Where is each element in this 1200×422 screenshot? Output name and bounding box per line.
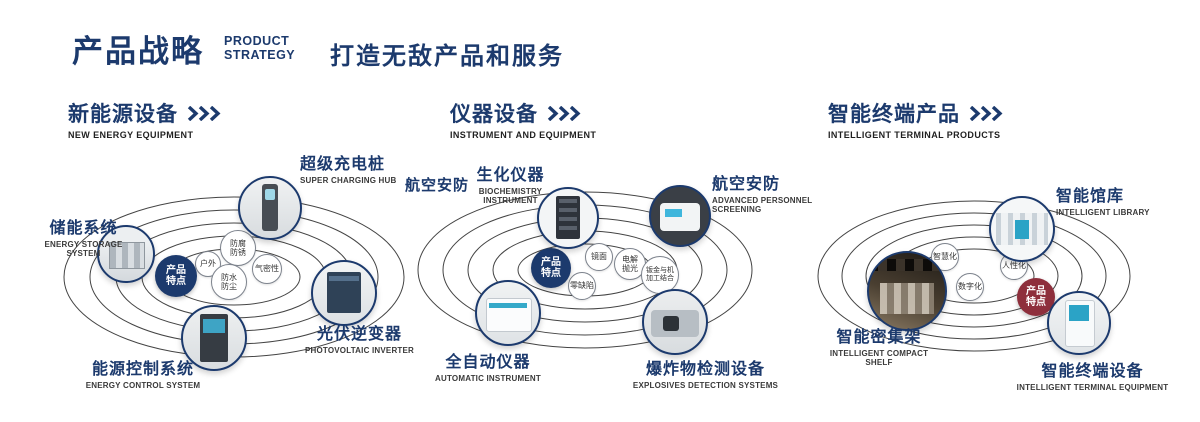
super-charging-hub-image — [238, 176, 302, 240]
biochemistry-instrument-image — [537, 187, 599, 249]
product-name-en: AUTOMATIC INSTRUMENT — [435, 374, 541, 383]
product-name-cn: 全自动仪器 — [445, 354, 531, 371]
label-compact-shelf: 智能密集架 INTELLIGENT COMPACT SHELF — [818, 323, 940, 367]
personnel-screening-image — [649, 185, 711, 247]
label-biochemistry-instrument: 生化仪器 BIOCHEMISTRY INSTRUMENT — [463, 161, 558, 205]
product-name-en: PHOTOVOLTAIC INVERTER — [304, 346, 415, 355]
section-title-terminal-text: 智能终端产品 — [828, 103, 960, 126]
explosives-detection-image — [642, 289, 708, 355]
feature-tag-digital: 数字化 — [956, 273, 984, 301]
product-name-cn: 生化仪器 — [476, 167, 545, 184]
product-name-en: ENERGY CONTROL SYSTEM — [85, 381, 201, 390]
section-title-terminal: 智能终端产品 — [828, 98, 1005, 128]
terminal-device-image — [1047, 291, 1111, 355]
page-tagline: 打造无敌产品和服务 — [330, 43, 564, 70]
product-name-en: INTELLIGENT LIBRARY — [1056, 208, 1150, 217]
triple-chevron-icon — [547, 105, 581, 121]
section-subtitle-new-energy: NEW ENERGY EQUIPMENT — [68, 130, 194, 140]
page-title: 产品战略 — [72, 34, 204, 69]
product-name-en: ADVANCED PERSONNEL — [712, 196, 813, 205]
label-automatic-instrument: 全自动仪器 AUTOMATIC INSTRUMENT — [418, 348, 558, 383]
feature-tag-waterproof: 防水防尘 — [211, 264, 247, 300]
product-name-en: INTELLIGENT TERMINAL EQUIPMENT — [1016, 383, 1169, 392]
product-name-en: BIOCHEMISTRY — [478, 187, 543, 196]
product-name-cn: 储能系统 — [49, 220, 118, 237]
product-name-cn: 智能密集架 — [836, 329, 922, 346]
product-name-en: EXPLOSIVES DETECTION SYSTEMS — [632, 381, 779, 390]
label-super-charging-hub: 超级充电桩 SUPER CHARGING HUB — [300, 150, 415, 185]
product-name-cn: 智能终端设备 — [1041, 363, 1144, 380]
product-name-en: INSTRUMENT — [483, 196, 538, 205]
center-badge-new-energy: 产品特点 — [155, 255, 197, 297]
energy-storage-image — [97, 225, 155, 283]
product-name-cn: 超级充电桩 — [300, 156, 386, 173]
label-terminal-device: 智能终端设备 INTELLIGENT TERMINAL EQUIPMENT — [1010, 357, 1175, 392]
product-name-en: SHELF — [865, 358, 893, 367]
product-name-en: SCREENING — [712, 205, 762, 214]
energy-control-image — [181, 305, 247, 371]
page-title-en: PRODUCT STRATEGY — [224, 34, 296, 63]
page-title-en-line1: PRODUCT — [224, 34, 290, 48]
label-intelligent-library: 智能馆库 INTELLIGENT LIBRARY — [1056, 182, 1176, 217]
triple-chevron-icon — [187, 105, 221, 121]
section-title-new-energy: 新能源设备 — [68, 98, 223, 128]
label-personnel-screening: 航空安防 ADVANCED PERSONNEL SCREENING — [712, 170, 827, 214]
product-name-en: ENERGY STORAGE — [44, 240, 123, 249]
compact-shelf-image — [867, 251, 947, 331]
product-name-en: SUPER CHARGING HUB — [300, 176, 397, 185]
label-energy-control: 能源控制系统 ENERGY CONTROL SYSTEM — [68, 355, 218, 390]
product-name-cn: 智能馆库 — [1056, 188, 1125, 205]
automatic-instrument-image — [475, 280, 541, 346]
section-subtitle-instrument: INSTRUMENT AND EQUIPMENT — [450, 130, 597, 140]
label-explosives-detection: 爆炸物检测设备 EXPLOSIVES DETECTION SYSTEMS — [628, 355, 783, 390]
center-badge-instrument: 产品特点 — [531, 248, 571, 288]
label-energy-storage: 储能系统 ENERGY STORAGE SYSTEM — [36, 214, 131, 258]
section-title-new-energy-text: 新能源设备 — [68, 103, 178, 126]
product-name-cn: 光伏逆变器 — [316, 326, 402, 343]
feature-tag-zero-defect: 零缺陷 — [568, 272, 596, 300]
label-aviation-security: 航空安防 — [405, 174, 475, 195]
feature-tag-electropolish: 电解抛光 — [614, 248, 646, 280]
feature-tag-airtight: 气密性 — [252, 254, 282, 284]
photovoltaic-inverter-image — [311, 260, 377, 326]
product-name-cn: 爆炸物检测设备 — [645, 361, 765, 378]
section-subtitle-terminal: INTELLIGENT TERMINAL PRODUCTS — [828, 130, 1001, 140]
intelligent-library-image — [989, 196, 1055, 262]
product-name-en: SYSTEM — [66, 249, 101, 258]
feature-tag-mirror-finish: 镜面 — [585, 243, 613, 271]
product-name-cn: 能源控制系统 — [91, 361, 194, 378]
triple-chevron-icon — [969, 105, 1003, 121]
section-title-instrument: 仪器设备 — [450, 98, 583, 128]
section-title-instrument-text: 仪器设备 — [450, 103, 538, 126]
product-name-en: INTELLIGENT COMPACT — [829, 349, 929, 358]
page-title-en-line2: STRATEGY — [224, 47, 296, 62]
feature-tag-anticorrosion: 防腐防锈 — [220, 230, 256, 266]
product-name-cn: 航空安防 — [712, 176, 781, 193]
label-photovoltaic-inverter: 光伏逆变器 PHOTOVOLTAIC INVERTER — [292, 320, 427, 355]
product-name-cn: 航空安防 — [405, 177, 470, 194]
